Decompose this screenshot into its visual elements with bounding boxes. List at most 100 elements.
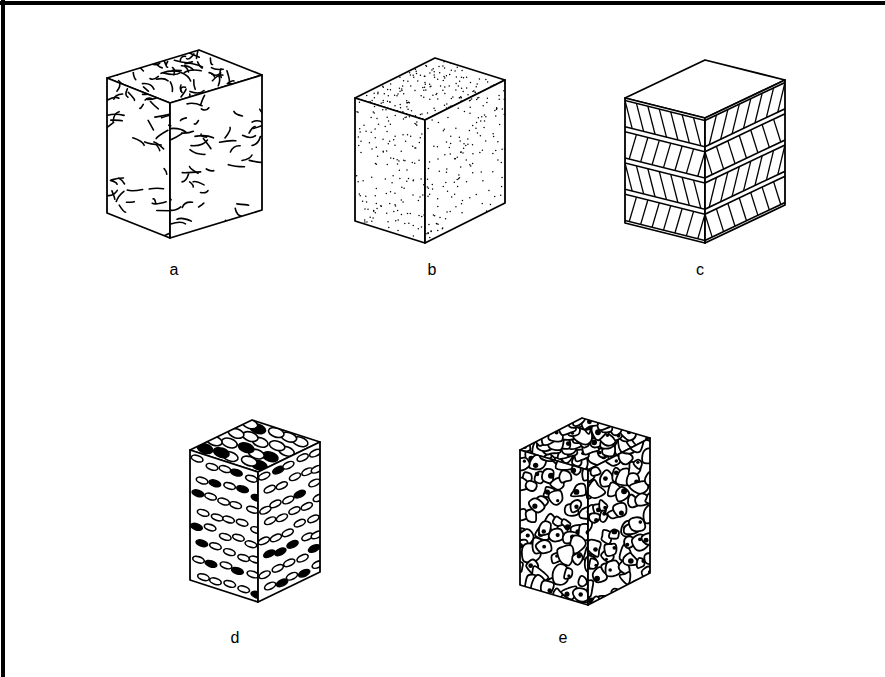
ply-hatch — [675, 131, 682, 161]
particle-dot — [370, 117, 372, 119]
particle-dot — [394, 136, 396, 138]
particle-dot — [360, 140, 362, 142]
particle-dot — [426, 66, 428, 68]
particle-dot — [458, 178, 460, 180]
particle-dot — [376, 188, 378, 190]
cube-edge — [625, 98, 705, 243]
particle-dot — [500, 194, 502, 196]
fiber-stroke — [106, 97, 119, 100]
ply-hatch — [744, 99, 751, 129]
particle-dot — [459, 97, 461, 99]
particle-dot — [375, 195, 377, 197]
particle-dot — [409, 102, 411, 104]
ply-hatch — [652, 203, 659, 227]
fiber-stroke — [200, 95, 204, 105]
ply-hatch — [698, 183, 705, 213]
particle-dot — [469, 113, 471, 115]
face-texture — [675, 72, 815, 248]
particle-dot — [474, 91, 476, 93]
grain-spot — [603, 419, 606, 422]
particle-dot — [434, 215, 436, 217]
particle-dot — [406, 102, 408, 104]
particle-dot — [364, 221, 366, 223]
particle-dot — [364, 219, 366, 221]
particle-dot — [404, 160, 406, 162]
ply-hatch — [778, 145, 785, 175]
fiber-stroke — [121, 77, 136, 80]
particle-dot — [404, 223, 406, 225]
fiber-stroke — [107, 190, 117, 195]
ply-hatch — [698, 152, 705, 176]
grain-blob — [589, 558, 598, 568]
particle-dot — [381, 205, 383, 207]
fiber-stroke — [190, 167, 199, 174]
fiber-stroke — [143, 87, 148, 91]
particle-dot — [465, 145, 467, 147]
fiber-stroke — [126, 201, 134, 203]
particle-dot — [428, 187, 430, 189]
oval-inclusion — [263, 484, 276, 495]
particle-dot — [484, 120, 486, 122]
particle-dot — [386, 193, 388, 195]
particle-dot — [410, 74, 412, 76]
grain-spot — [636, 461, 639, 464]
particle-dot — [406, 169, 408, 171]
particle-dot — [470, 165, 472, 167]
particle-dot — [362, 201, 364, 203]
oval-inclusion — [223, 481, 236, 490]
particle-dot — [472, 91, 474, 93]
particle-dot — [437, 230, 439, 232]
particle-dot — [419, 142, 421, 144]
fiber-stroke — [150, 102, 158, 109]
particle-dot — [437, 158, 439, 160]
particle-dot — [359, 193, 361, 195]
particle-dot — [477, 132, 479, 134]
particle-dot — [454, 194, 456, 196]
oval-inclusion — [310, 464, 323, 475]
grain-blob — [557, 545, 573, 565]
oval-inclusion — [281, 528, 294, 539]
ply-hatch — [755, 93, 762, 123]
fiber-stroke — [249, 160, 265, 162]
particle-dot — [390, 89, 392, 91]
grain-blob — [572, 553, 582, 565]
ply-hatch — [789, 77, 796, 107]
particle-dot — [377, 156, 379, 158]
particle-dot — [403, 187, 405, 189]
fiber-stroke — [201, 190, 208, 192]
particle-dot — [424, 76, 426, 78]
ply-hatch — [785, 176, 792, 199]
grain-spot — [526, 533, 530, 537]
fiber-stroke — [126, 89, 128, 97]
oval-inclusion — [257, 471, 270, 482]
particle-dot — [380, 205, 382, 207]
ply-hatch — [716, 209, 723, 232]
cube-drawing — [509, 410, 662, 617]
particle-dot — [403, 118, 405, 120]
grain-blob — [584, 555, 597, 569]
oval-inclusion — [286, 539, 299, 550]
particle-dot — [458, 85, 460, 87]
particle-dot — [386, 150, 388, 152]
grain-spot — [571, 468, 577, 474]
grain-spot — [574, 489, 580, 495]
particle-dot — [439, 171, 441, 173]
particle-dot — [386, 164, 388, 166]
particle-dot — [386, 131, 388, 133]
oval-inclusion — [229, 500, 242, 509]
particle-dot — [422, 194, 424, 196]
fiber-stroke — [209, 73, 214, 77]
particle-dot — [388, 227, 390, 229]
ply-hatch — [686, 211, 693, 235]
particle-dot — [485, 79, 487, 81]
particle-dot — [387, 101, 389, 103]
grain-spot — [611, 528, 617, 534]
grain-spot — [556, 533, 560, 537]
particle-dot — [492, 153, 494, 155]
fiber-stroke — [140, 104, 143, 108]
particle-dot — [393, 158, 395, 160]
fiber-stroke — [156, 79, 168, 81]
ply-hatch — [808, 165, 815, 188]
particle-dot — [501, 149, 503, 151]
fiber-stroke — [128, 92, 134, 100]
